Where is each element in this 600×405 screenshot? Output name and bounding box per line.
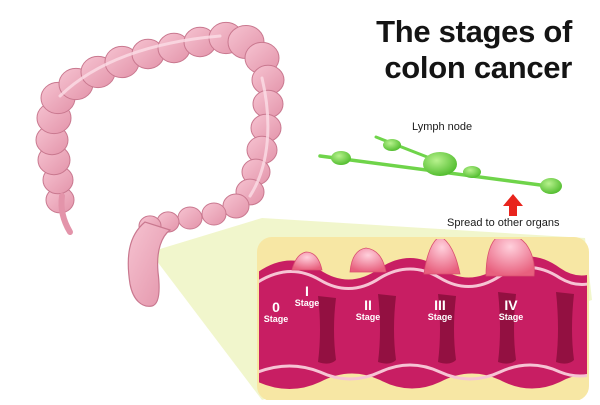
stage-label-iii: III Stage	[410, 298, 470, 322]
tumor-stage-ii	[349, 247, 387, 273]
lymph-node-small-3	[463, 166, 481, 178]
wall-inner-bottom	[258, 363, 588, 381]
title-line-1: The stages of	[376, 14, 572, 49]
tumor-stage-iii	[423, 238, 461, 275]
stage-word: Stage	[498, 311, 524, 322]
spread-arrow	[503, 194, 523, 216]
title-line-2: colon cancer	[384, 50, 572, 85]
stage-label-0: 0 Stage	[246, 300, 306, 324]
colon-segments	[35, 21, 285, 237]
stage-word: Stage	[427, 311, 453, 322]
lymph-node-end	[540, 178, 562, 194]
stage-word: Stage	[263, 313, 289, 324]
tumor-stage-i	[291, 251, 323, 271]
lymph-node-small-2	[383, 139, 401, 151]
lymph-node-large	[423, 152, 457, 176]
colon-wall-panel	[258, 238, 588, 400]
rectum	[127, 221, 172, 307]
stage-label-i: I Stage	[277, 284, 337, 308]
tumors	[291, 238, 535, 277]
stage-numeral: IV	[504, 297, 518, 313]
stage-word: Stage	[355, 311, 381, 322]
wall-folds	[318, 292, 574, 364]
stage-word: Stage	[294, 297, 320, 308]
stage-label-ii: II Stage	[338, 298, 398, 322]
lymph-node-small-1	[331, 151, 351, 165]
stage-numeral: 0	[272, 299, 280, 315]
stage-label-iv: IV Stage	[481, 298, 541, 322]
lymph-node-system	[318, 135, 562, 194]
stage-numeral: I	[305, 283, 309, 299]
colon-illustration	[35, 21, 285, 307]
wall-inner-top	[258, 266, 588, 290]
stage-numeral: III	[434, 297, 446, 313]
lymph-node-label: Lymph node	[412, 121, 473, 133]
colon-haustra-segment	[201, 202, 227, 226]
tumor-stage-iv	[485, 238, 535, 277]
colon-highlight	[58, 34, 270, 198]
appendix	[58, 193, 73, 235]
spread-label: Spread to other organs	[447, 217, 560, 229]
colon-haustra-segment	[222, 193, 250, 219]
colon-haustra-segment	[177, 206, 203, 230]
stage-numeral: II	[364, 297, 372, 313]
